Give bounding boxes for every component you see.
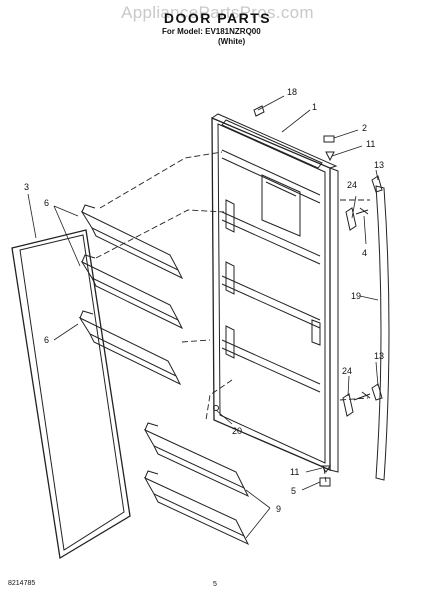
callout-6-bottom: 6	[44, 335, 49, 345]
callout-6-top: 6	[44, 198, 49, 208]
screw-4-bottom	[361, 391, 371, 399]
leader-lines	[27, 95, 379, 539]
bushing-5	[319, 477, 331, 487]
callout-labels: 18 1 2 11 13 24 3 6 4 19 6 13 24 20 11 5…	[24, 87, 384, 514]
door-trim	[375, 185, 390, 481]
callout-1: 1	[312, 102, 317, 112]
hinge-cap-13-bottom	[371, 383, 383, 401]
door-gasket	[11, 229, 131, 560]
door-bin-4	[143, 422, 250, 498]
door-bin-1	[80, 204, 184, 280]
screw-4-top	[359, 207, 369, 215]
door-stop-24-top	[345, 207, 369, 231]
hinge-bushing-2	[323, 135, 335, 143]
callout-2: 2	[362, 123, 367, 133]
door-stop-24-bottom	[342, 393, 371, 417]
door-assembly	[211, 113, 339, 473]
callout-11-bottom: 11	[290, 467, 299, 477]
callout-13-bottom: 13	[374, 351, 384, 361]
watermark: AppliancePartsPros.com	[121, 3, 314, 22]
callout-13: 13	[374, 160, 384, 170]
callout-4: 4	[362, 248, 367, 258]
callout-11: 11	[366, 139, 375, 149]
callout-19: 19	[351, 291, 361, 301]
callout-18: 18	[287, 87, 297, 97]
callout-5: 5	[291, 486, 296, 496]
callout-9: 9	[276, 504, 281, 514]
document-number: 8214785	[8, 580, 36, 587]
page-number: 5	[213, 581, 217, 588]
hinge-cap-13-top	[371, 175, 383, 193]
color-label: (White)	[218, 37, 246, 46]
door-bin-3	[78, 310, 182, 386]
door-bin-5	[143, 470, 250, 546]
door-bin-2	[80, 254, 184, 330]
callout-3: 3	[24, 182, 29, 192]
callout-24: 24	[347, 180, 357, 190]
plug-18	[253, 105, 265, 117]
callout-24-bottom: 24	[342, 366, 352, 376]
page-title: DOOR PARTS	[163, 10, 272, 26]
callout-20: 20	[232, 426, 242, 436]
washer-11-bottom	[321, 465, 331, 473]
model-label: For Model: EV181NZRQ00	[162, 27, 261, 36]
